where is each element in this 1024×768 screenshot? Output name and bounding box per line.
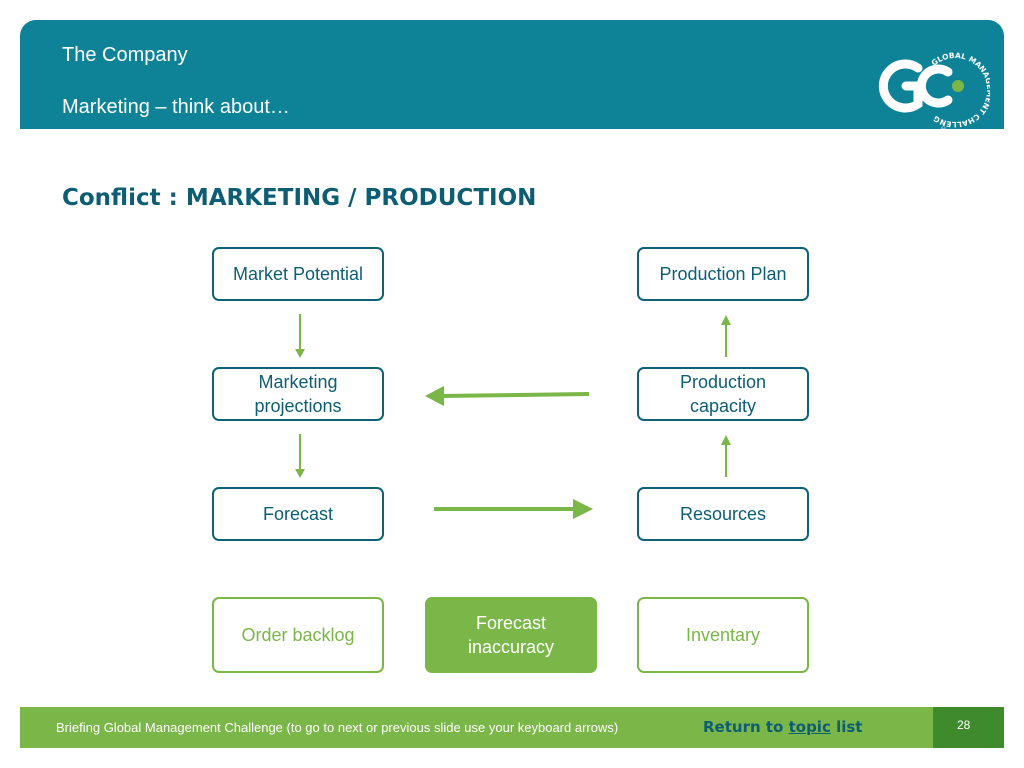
logo-registered-mark: ® [940, 126, 947, 134]
arrow-left-capacity-to-projections [425, 386, 590, 406]
header-band: The Company Marketing – think about… GLO… [20, 20, 1004, 134]
arrow-right-forecast-to-resources [434, 499, 593, 519]
box-market-potential-label: Market Potential [232, 264, 364, 284]
box-forecast-inaccuracy: Forecast inaccuracy [425, 597, 597, 673]
box-production-capacity: Production capacity [637, 367, 809, 421]
box-inventary: Inventary [637, 597, 809, 673]
box-marketing-projections-label: Marketing projections [254, 372, 342, 416]
arrow-up-capacity-to-plan [721, 315, 731, 357]
arrow-down-market-to-projections [295, 314, 305, 358]
slide-title: Conflict : MARKETING / PRODUCTION [62, 185, 537, 211]
box-forecast-label: Forecast [262, 504, 334, 524]
footer-band: Briefing Global Management Challenge (to… [20, 707, 1004, 748]
return-suffix: list [836, 718, 863, 736]
section-title: The Company [62, 44, 188, 66]
box-marketing-projections: Marketing projections [212, 367, 384, 421]
page-number: 28 [957, 718, 971, 732]
box-forecast: Forecast [212, 487, 384, 541]
box-production-plan-label: Production Plan [659, 264, 787, 284]
topic-link[interactable]: topic [788, 718, 831, 736]
box-resources: Resources [637, 487, 809, 541]
footer-note: Briefing Global Management Challenge (to… [56, 720, 619, 735]
page-number-box: 28 [933, 707, 1004, 748]
box-inventary-label: Inventary [685, 625, 761, 645]
box-resources-label: Resources [679, 504, 767, 524]
box-order-backlog-label: Order backlog [241, 625, 355, 645]
arrow-up-resources-to-capacity [721, 435, 731, 477]
box-order-backlog: Order backlog [212, 597, 384, 673]
box-forecast-inaccuracy-label: Forecast inaccuracy [467, 613, 555, 657]
slide-subtitle: Marketing – think about… [62, 96, 290, 118]
return-to-topic-list: Return to topic list [703, 718, 862, 736]
arrow-down-projections-to-forecast [295, 434, 305, 478]
box-market-potential: Market Potential [212, 247, 384, 301]
gmc-logo-icon: GLOBAL MANAGEMENT CHALLENGE ® [860, 36, 990, 134]
box-production-capacity-label: Production capacity [679, 372, 767, 416]
return-prefix: Return to [703, 718, 784, 736]
box-production-plan: Production Plan [637, 247, 809, 301]
